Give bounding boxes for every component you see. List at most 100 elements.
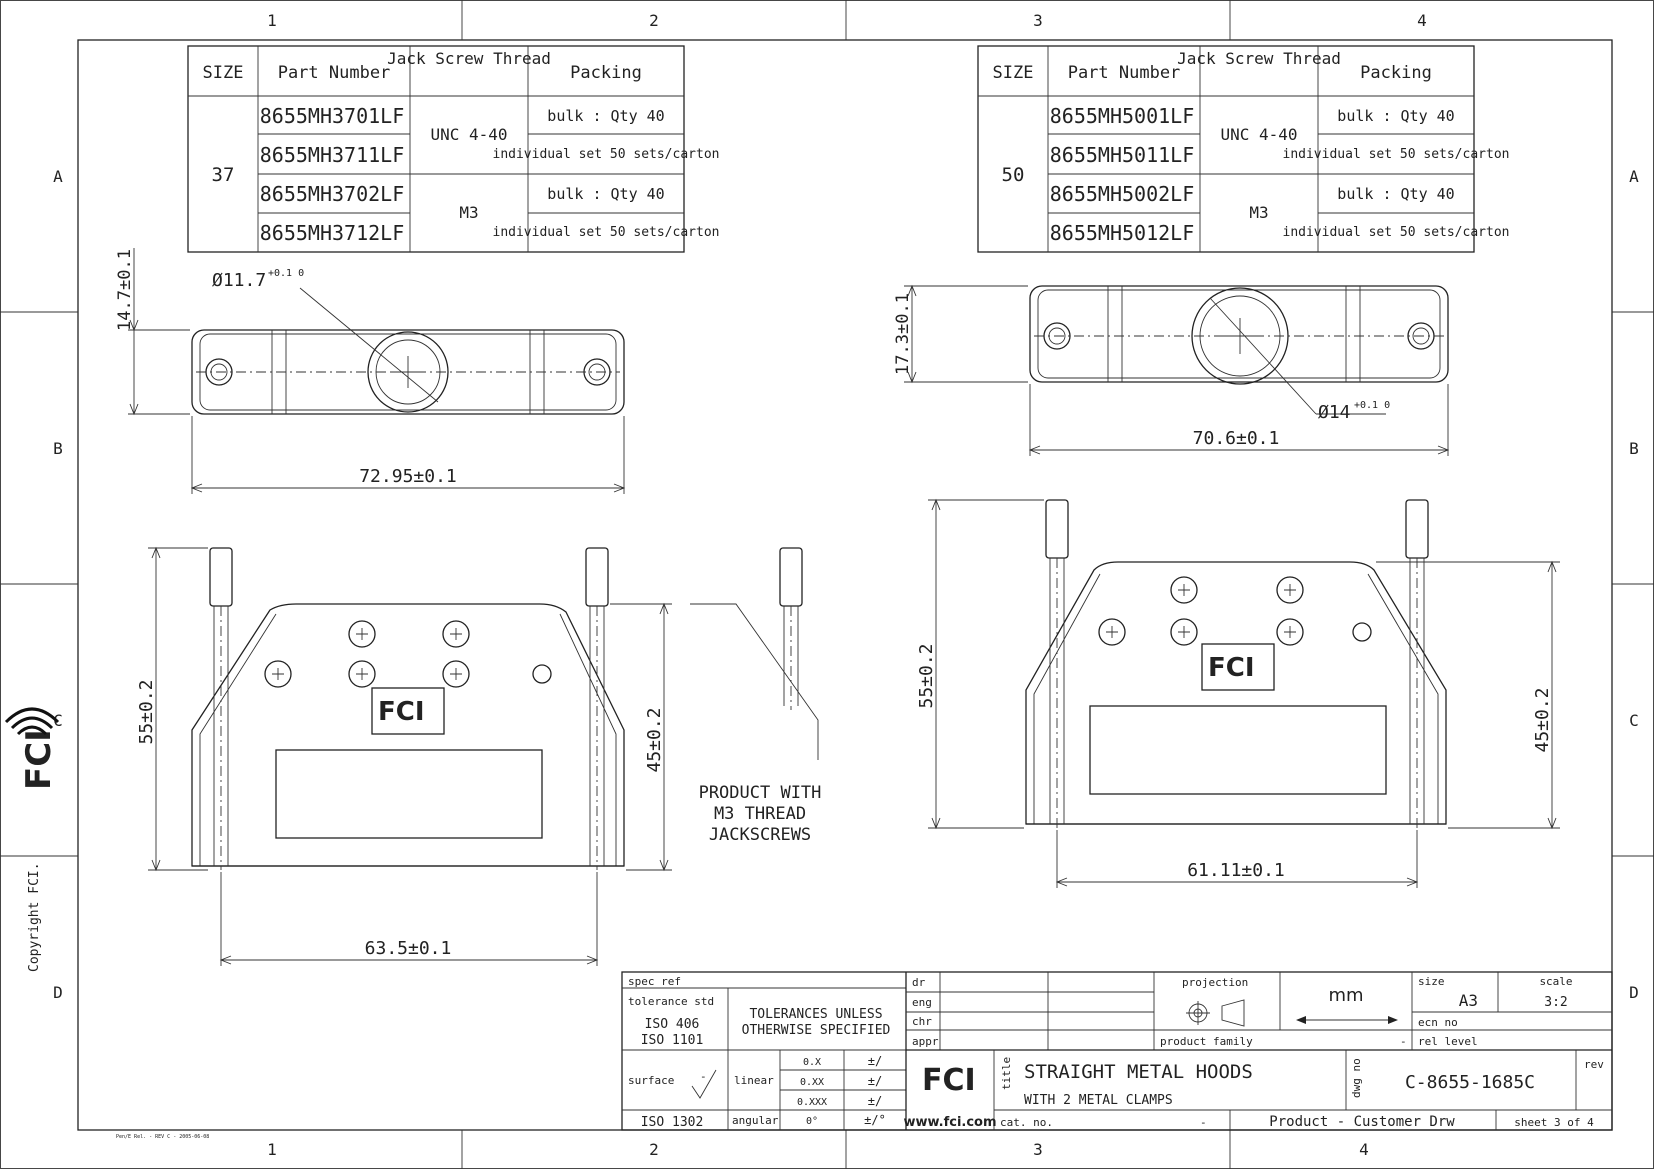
tb-iso-406: ISO 406 [645, 1017, 700, 1032]
row-label-d: D [53, 983, 63, 1002]
tb-chr: chr [912, 1015, 932, 1028]
front-logo-50: FCI [1208, 653, 1255, 683]
tb-dwg-label: dwg no [1350, 1058, 1363, 1098]
part-number: 8655MH3701LF [260, 104, 405, 128]
col-label-2: 2 [649, 11, 659, 30]
part-number: 8655MH3711LF [260, 143, 405, 167]
dim-hole-tolerance-50: +0.1 0 [1354, 400, 1390, 411]
dim-hole-tolerance: +0.1 0 [268, 268, 304, 279]
side-fci-logo: FCI [4, 707, 60, 790]
footer-small-text: Pen/E Rel. - REV C - 2005-06-08 [116, 1134, 209, 1140]
part-number: 8655MH3702LF [260, 182, 405, 206]
tb-tolerance-std: tolerance std [628, 995, 714, 1008]
tb-rel: rel level [1418, 1035, 1478, 1048]
part-number: 8655MH5001LF [1050, 104, 1195, 128]
tb-projection: projection [1182, 976, 1248, 989]
tb-title-1: STRAIGHT METAL HOODS [1024, 1061, 1253, 1083]
packing-value: bulk : Qty 40 [547, 107, 664, 125]
row-label-d-right: D [1629, 983, 1639, 1002]
thread-value: M3 [459, 203, 478, 222]
tb-product-family: product family [1160, 1035, 1253, 1048]
tb-size-val: A3 [1459, 991, 1478, 1010]
top-view-37 [191, 287, 625, 415]
dim-front-height-37 [148, 546, 208, 872]
surface-symbol-icon [691, 1069, 717, 1099]
front-logo-37: FCI [378, 697, 425, 727]
header-size: SIZE [993, 63, 1034, 83]
tb-size-label: size [1418, 975, 1445, 988]
col-label-4: 4 [1417, 11, 1427, 30]
header-part-number: Part Number [1068, 63, 1181, 83]
row-label-a-right: A [1629, 167, 1639, 186]
packing-value: bulk : Qty 40 [1337, 185, 1454, 203]
tb-tol-pm: ±/° [864, 1113, 886, 1127]
part-number: 8655MH5012LF [1050, 221, 1195, 245]
tb-tol-row: 0° [806, 1116, 818, 1127]
col-label-3: 3 [1033, 11, 1043, 30]
tb-tol-note-2: OTHERWISE SPECIFIED [742, 1023, 891, 1038]
thread-value: UNC 4-40 [1220, 125, 1297, 144]
tb-cat-val: - [1200, 1116, 1207, 1129]
col-label-4-bottom: 4 [1359, 1140, 1369, 1159]
row-label-c-right: C [1629, 711, 1639, 730]
tb-doc-type: Product - Customer Drw [1269, 1114, 1455, 1130]
dim-hole-diameter-50: Ø14 [1318, 402, 1351, 423]
tb-scale-label: scale [1539, 975, 1572, 988]
tb-dr: dr [912, 976, 926, 989]
dim-front-height-label-50: 55±0.2 [916, 643, 937, 708]
dim-side-height-50 [1376, 560, 1560, 830]
dim-front-width-50 [1055, 830, 1419, 888]
tb-product-family-val: - [1400, 1035, 1407, 1048]
title-block [621, 971, 1613, 1131]
tb-sheet: sheet 3 of 4 [1514, 1116, 1594, 1129]
header-jack-screw: Jack Screw Thread [387, 49, 551, 68]
packing-value: individual set 50 sets/carton [493, 225, 720, 240]
tb-linear: linear [734, 1074, 774, 1087]
dim-width-37 [190, 416, 626, 494]
tb-angular: angular [732, 1114, 779, 1127]
row-label-b-right: B [1629, 439, 1639, 458]
m3-jackscrew-detail [690, 547, 819, 760]
tb-ecn: ecn no [1418, 1016, 1458, 1029]
dim-front-width-label-50: 61.11±0.1 [1187, 860, 1285, 881]
dim-side-height-label: 45±0.2 [644, 707, 665, 772]
tb-website[interactable]: www.fci.com [903, 1115, 996, 1130]
tb-cat-no: cat. no. [1000, 1116, 1053, 1129]
dim-front-height-label: 55±0.2 [136, 679, 157, 744]
dim-side-height-label-50: 45±0.2 [1532, 687, 1553, 752]
dim-front-height-50 [928, 498, 1044, 830]
part-number: 8655MH5002LF [1050, 182, 1195, 206]
row-label-b: B [53, 439, 63, 458]
tb-spec-ref: spec ref [628, 975, 681, 988]
tb-tol-pm: ±/ [868, 1094, 882, 1108]
header-jack-screw: Jack Screw Thread [1177, 49, 1341, 68]
header-size: SIZE [203, 63, 244, 83]
col-label-2-bottom: 2 [649, 1140, 659, 1159]
note-line-2: M3 THREAD [714, 804, 806, 824]
tb-title-2: WITH 2 METAL CLAMPS [1024, 1093, 1173, 1108]
tb-dwg-no: C-8655-1685C [1405, 1072, 1535, 1093]
row-label-a: A [53, 167, 63, 186]
dim-height-label: 14.7±0.1 [115, 249, 135, 331]
size-value: 50 [1002, 164, 1025, 186]
parts-table-50: SIZE Part Number Jack Screw Thread Packi… [977, 45, 1510, 253]
tb-appr: appr [912, 1035, 939, 1048]
tb-surface-val: - [700, 1070, 707, 1083]
packing-value: bulk : Qty 40 [547, 185, 664, 203]
packing-value: individual set 50 sets/carton [1283, 147, 1510, 162]
thread-value: UNC 4-40 [430, 125, 507, 144]
dim-height-label-50: 17.3±0.1 [893, 293, 913, 375]
tb-tol-pm: ±/ [868, 1074, 882, 1088]
part-number: 8655MH5011LF [1050, 143, 1195, 167]
dim-side-height-37 [610, 602, 672, 872]
tb-units: mm [1328, 985, 1363, 1006]
tb-iso-1101: ISO 1101 [641, 1033, 704, 1048]
note-line-3: JACKSCREWS [709, 825, 811, 845]
dim-hole-diameter: Ø11.7 [212, 270, 266, 291]
packing-value: individual set 50 sets/carton [493, 147, 720, 162]
thread-value: M3 [1249, 203, 1268, 222]
dim-width-label: 72.95±0.1 [359, 466, 457, 487]
packing-value: individual set 50 sets/carton [1283, 225, 1510, 240]
